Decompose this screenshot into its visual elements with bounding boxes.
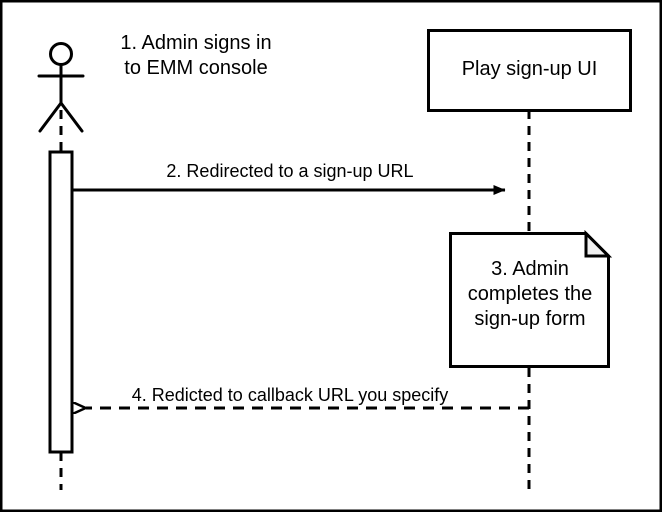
message-4-label: 4. Redicted to callback URL you specify bbox=[131, 385, 449, 405]
note-folded-corner-icon bbox=[584, 229, 613, 258]
note-line-2: completes the bbox=[467, 283, 593, 306]
participant-name-label: Play sign-up UI bbox=[461, 58, 598, 80]
note-line-1: 3. Admin bbox=[491, 258, 569, 280]
actor-caption-label: 1. Admin signs in to EMM console bbox=[86, 31, 306, 81]
message-2-label: 2. Redirected to a sign-up URL bbox=[166, 161, 414, 181]
note-shape bbox=[449, 232, 610, 368]
actor-activation-bar bbox=[48, 150, 74, 454]
note-line-3: sign-up form bbox=[474, 308, 586, 331]
actor-caption-line-2: to EMM console bbox=[124, 57, 268, 80]
participant-box bbox=[427, 29, 632, 112]
actor-right-leg-line bbox=[59, 101, 84, 133]
actor-caption-line-1: 1. Admin signs in bbox=[120, 32, 272, 54]
actor-stick-figure-icon bbox=[37, 42, 85, 133]
actor-left-leg-line bbox=[38, 101, 63, 133]
